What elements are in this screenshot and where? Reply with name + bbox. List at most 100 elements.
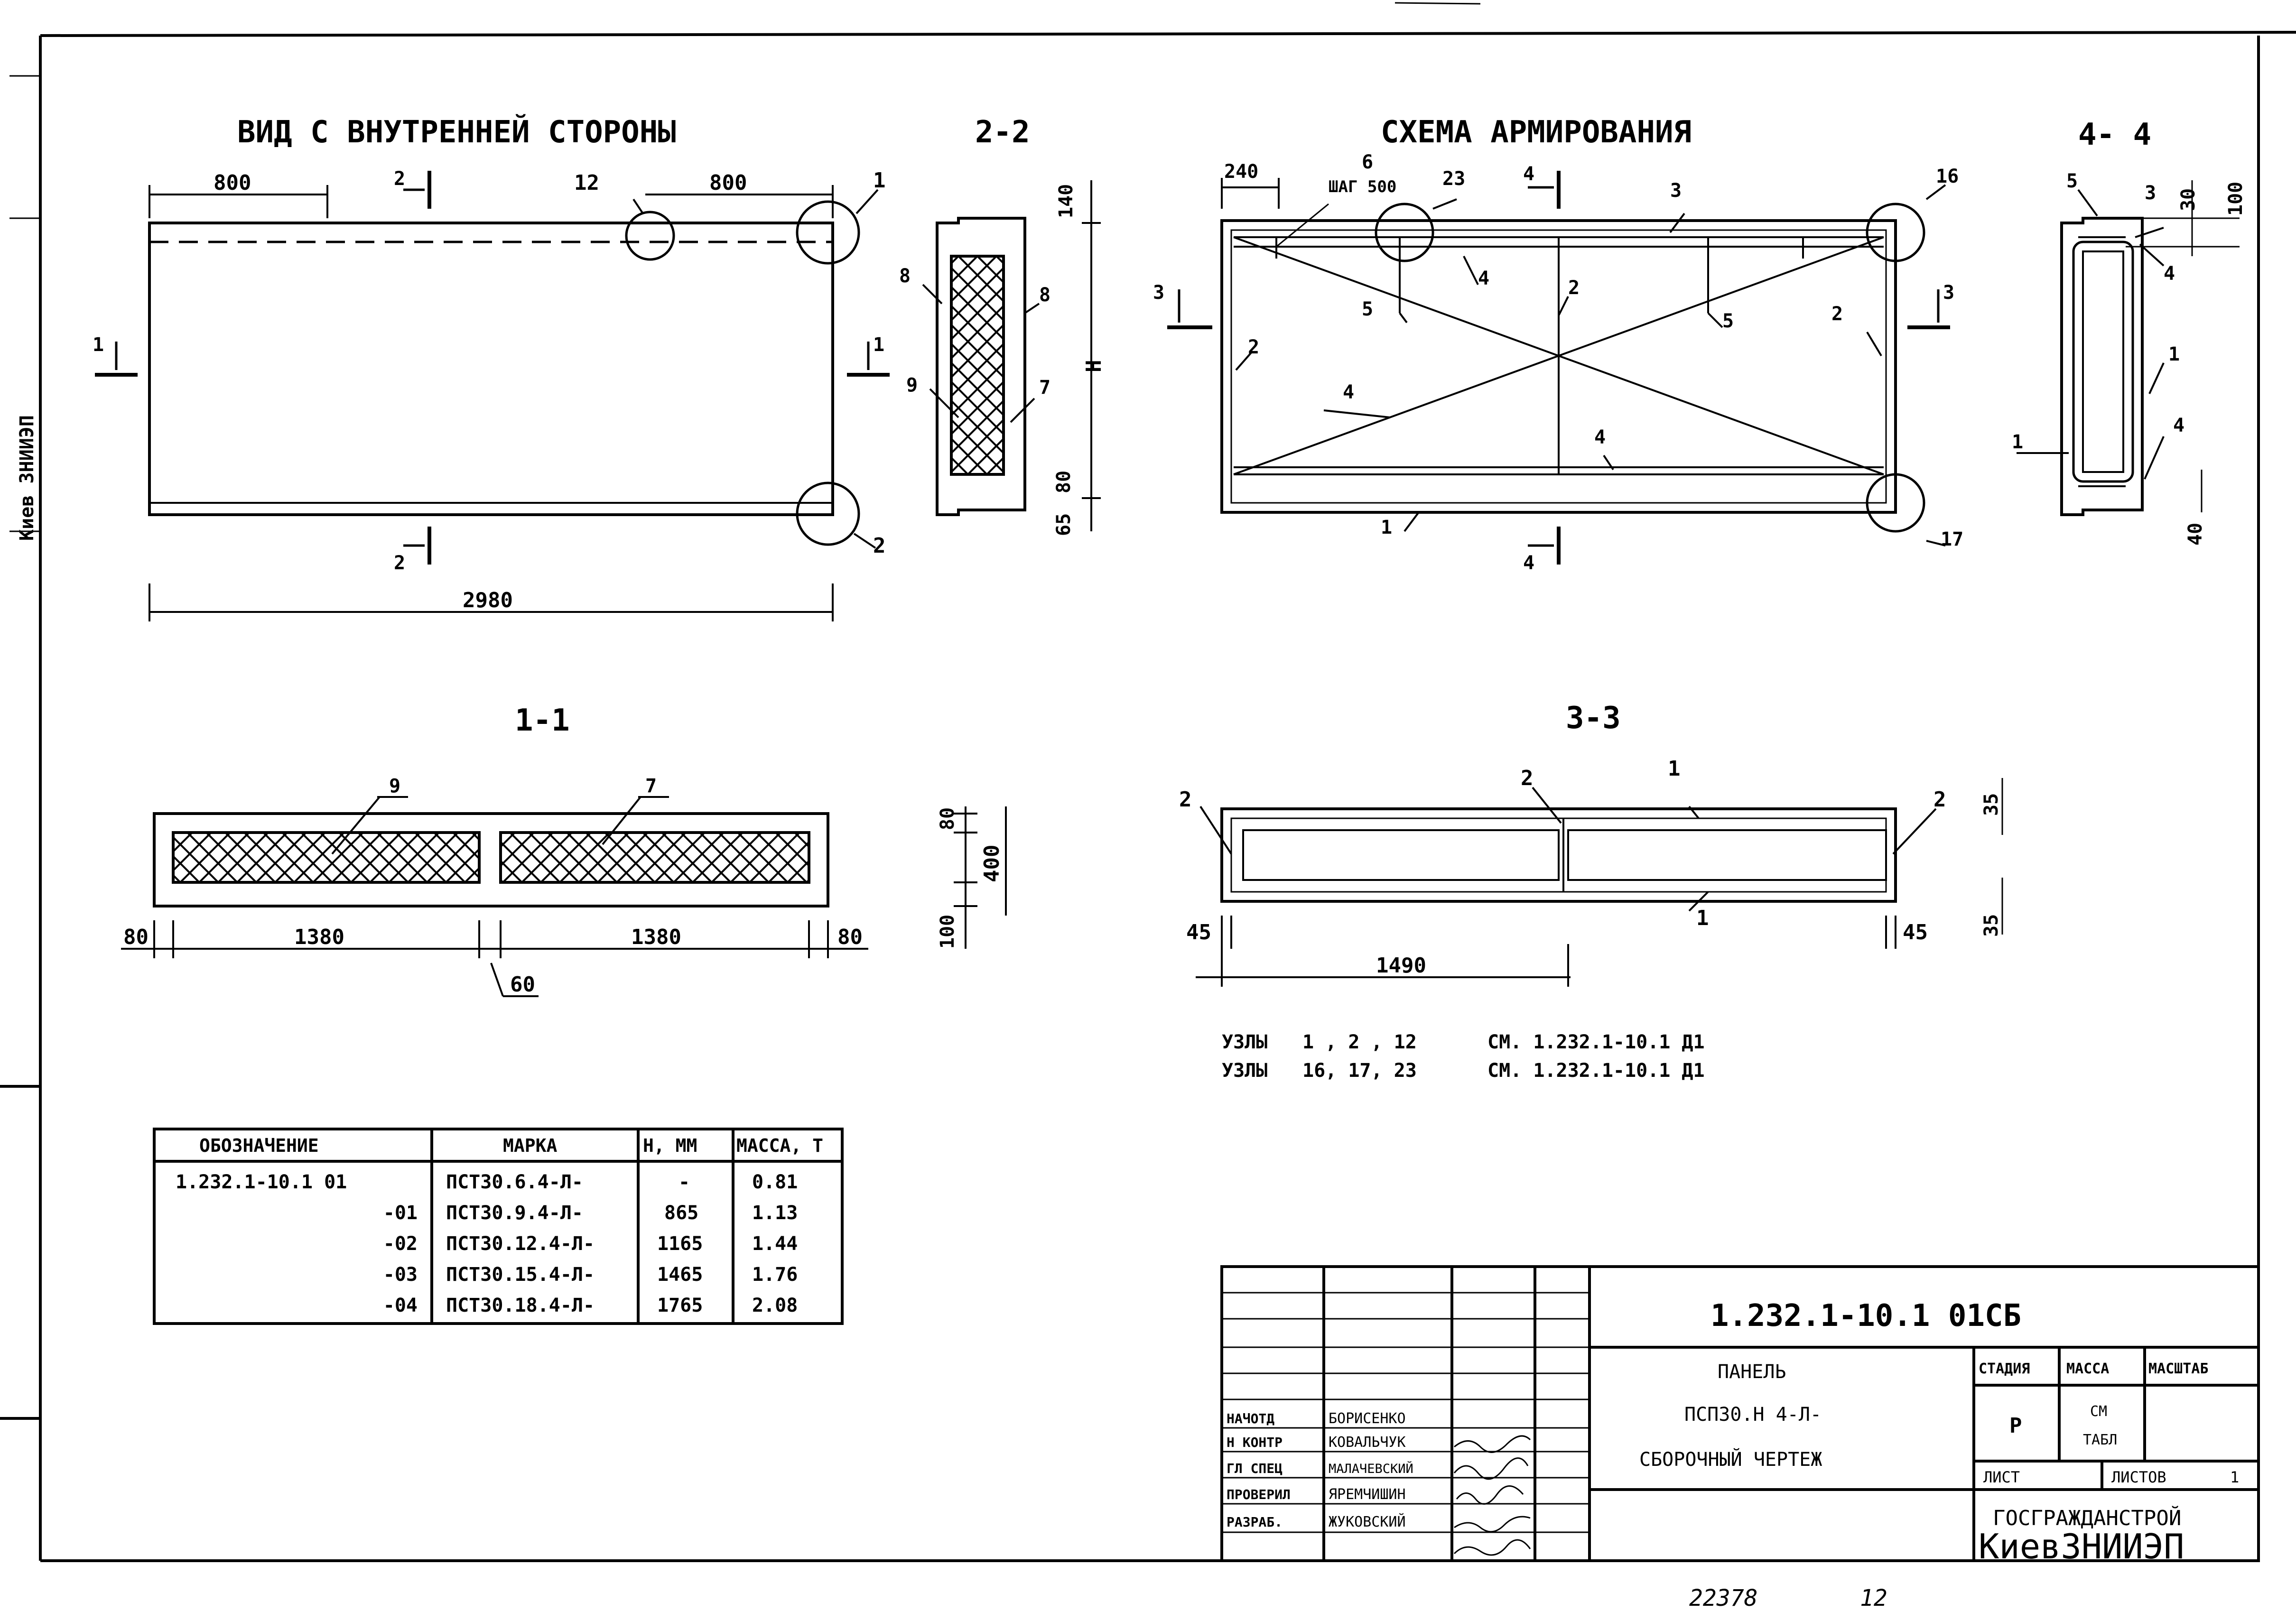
dim-1-1-bottom: 100 [937,915,958,949]
reinf-leader-5a: 5 [1362,298,1373,320]
sign-name-2: МАЛАЧЕВСКИЙ [1329,1461,1413,1476]
leader-4-4-1b: 1 [2012,431,2023,453]
sheet-label: ЛИСТ [1983,1468,2020,1486]
org-line1: ГОСГРАЖДАНСТРОЙ [1993,1505,2181,1530]
doc-name-line1: ПАНЕЛЬ [1718,1361,1786,1383]
table-row: -02 ПСТ30.12.4-Л- 1165 1.44 [383,1233,798,1255]
spec-header-mass: МАССА, Т [736,1135,823,1156]
section-1-1-title: 1-1 [515,703,570,738]
mass-value-1: СМ [2090,1403,2107,1420]
dim-4-4-30: 30 [2177,188,2199,211]
section-2-2: 2-2 140 H 80 65 8 8 9 7 [899,115,1106,536]
sign-role-4: РАЗРАБ. [1227,1514,1283,1530]
dim-2-2-top: 140 [1055,184,1077,218]
spec-cell-h: 1165 [657,1233,703,1255]
leader-3-3-2b: 2 [1521,766,1534,790]
signature-marks [1453,1435,1531,1556]
reinf-leader-4c: 4 [1594,426,1606,448]
spec-cell-h: 1465 [657,1264,703,1286]
leader-4-4-4b: 4 [2173,415,2184,436]
spec-cell-h: 1765 [657,1295,703,1316]
section-mark-4-bottom: 4 [1523,552,1534,574]
dim-1-1-span1: 1380 [294,925,344,949]
mass-value-2: ТАБЛ [2083,1432,2117,1448]
stage-header: СТАДИЯ [1979,1361,2030,1377]
node-label-1: 1 [873,168,886,193]
spec-cell-mark: ПСТ30.12.4-Л- [446,1233,595,1255]
dim-1-1-gap: 60 [510,972,535,997]
dim-3-3-right: 45 [1903,920,1928,944]
leader-3-3-1a: 1 [1668,757,1681,781]
reinforcement-title: СХЕМА АРМИРОВАНИЯ [1381,115,1692,150]
table-row: -03 ПСТ30.15.4-Л- 1465 1.76 [383,1264,798,1286]
dim-2-2-bottom-a: 80 [1053,471,1075,493]
leader-1-1-9: 9 [389,775,400,797]
spec-cell-mass: 1.13 [752,1202,798,1224]
leader-2-2-9: 9 [906,374,918,396]
leader-3-3-2c: 2 [1933,787,1946,812]
leader-4-4-5: 5 [2066,170,2078,192]
dim-1-1-top: 80 [937,807,958,830]
dim-3-3-bottom: 35 [1980,914,2002,937]
dim-4-4-40: 40 [2184,523,2206,546]
dim-2-2-height: H [1082,360,1106,373]
sign-role-1: Н КОНТР [1227,1435,1283,1450]
leader-1-1-7: 7 [645,775,657,797]
inner-view-title: ВИД С ВНУТРЕННЕЙ СТОРОНЫ [237,114,676,150]
reinf-leader-23: 23 [1442,168,1465,190]
dim-right-offset: 800 [709,171,747,195]
leader-2-2-7: 7 [1039,377,1050,398]
leader-4-4-3: 3 [2145,182,2156,204]
sign-name-4: ЖУКОВСКИЙ [1329,1513,1406,1530]
note-label-2: УЗЛЫ [1222,1060,1267,1082]
scale-header: МАСШТАБ [2148,1361,2208,1377]
section-3-3: 3-3 45 45 1490 35 35 2 2 1 2 [1179,701,2003,987]
doc-name-line3: СБОРОЧНЫЙ ЧЕРТЕЖ [1639,1448,1822,1471]
leader-3-3-2a: 2 [1179,787,1192,812]
spec-cell-mark: ПСТ30.15.4-Л- [446,1264,595,1286]
stage-value: Р [2009,1414,2022,1438]
spec-cell-mark: ПСТ30.6.4-Л- [446,1171,583,1193]
spec-cell-mass: 2.08 [752,1295,798,1316]
section-3-3-title: 3-3 [1566,701,1621,736]
section-2-2-title: 2-2 [975,115,1030,150]
sign-role-2: ГЛ СПЕЦ [1227,1461,1283,1476]
section-mark-4-top: 4 [1523,163,1534,185]
leader-2-2-8a: 8 [899,265,911,287]
mass-header: МАССА [2066,1361,2109,1377]
dim-1-1-right: 80 [837,925,863,949]
dim-total-length: 2980 [463,588,513,612]
sign-name-3: ЯРЕМЧИШИН [1329,1486,1406,1503]
reinf-dim-240: 240 [1224,161,1258,183]
note-nodes-2: 16, 17, 23 [1302,1060,1417,1082]
note-ref-1: СМ. 1.232.1-10.1 Д1 [1487,1031,1705,1053]
sign-name-0: БОРИСЕНКО [1329,1410,1406,1427]
reinf-leader-5b: 5 [1722,310,1734,332]
reinf-step-number: 6 [1362,151,1373,173]
spec-cell-mass: 1.44 [752,1233,798,1255]
doc-name-line2: ПСП30.Н 4-Л- [1684,1404,1822,1426]
section-mark-1-left: 1 [93,334,104,356]
section-mark-1-right: 1 [873,334,884,356]
spec-cell-mark: ПСТ30.18.4-Л- [446,1295,595,1316]
spec-cell-designation: -01 [383,1202,418,1224]
dim-3-3-left: 45 [1186,920,1211,944]
spec-cell-designation: -02 [383,1233,418,1255]
section-1-1: 1-1 80 1380 1380 80 60 [121,703,1007,997]
dim-left-offset: 800 [214,171,251,195]
title-block: 1.232.1-10.1 01СБ ПАНЕЛЬ ПСП30.Н 4-Л- СБ… [1220,1265,2260,1566]
spec-cell-mark: ПСТ30.9.4-Л- [446,1202,583,1224]
spec-header-h: Н, ММ [643,1135,697,1156]
reinf-leader-17: 17 [1941,528,1963,550]
table-row: 1.232.1-10.1 01 ПСТ30.6.4-Л- - 0.81 [176,1171,798,1193]
reinf-leader-2a: 2 [1568,277,1580,299]
reinf-step-text: ШАГ 500 [1329,177,1396,196]
reinf-leader-2c: 2 [1831,303,1843,325]
spec-cell-h: - [679,1171,690,1193]
archive-number: 22378 [1689,1585,1758,1611]
leader-4-4-1a: 1 [2168,343,2180,365]
spec-cell-mass: 0.81 [752,1171,798,1193]
dim-1-1-span2: 1380 [631,925,681,949]
spec-table: ОБОЗНАЧЕНИЕ МАРКА Н, ММ МАССА, Т 1.232.1… [153,1128,844,1325]
dim-1-1-left: 80 [123,925,149,949]
